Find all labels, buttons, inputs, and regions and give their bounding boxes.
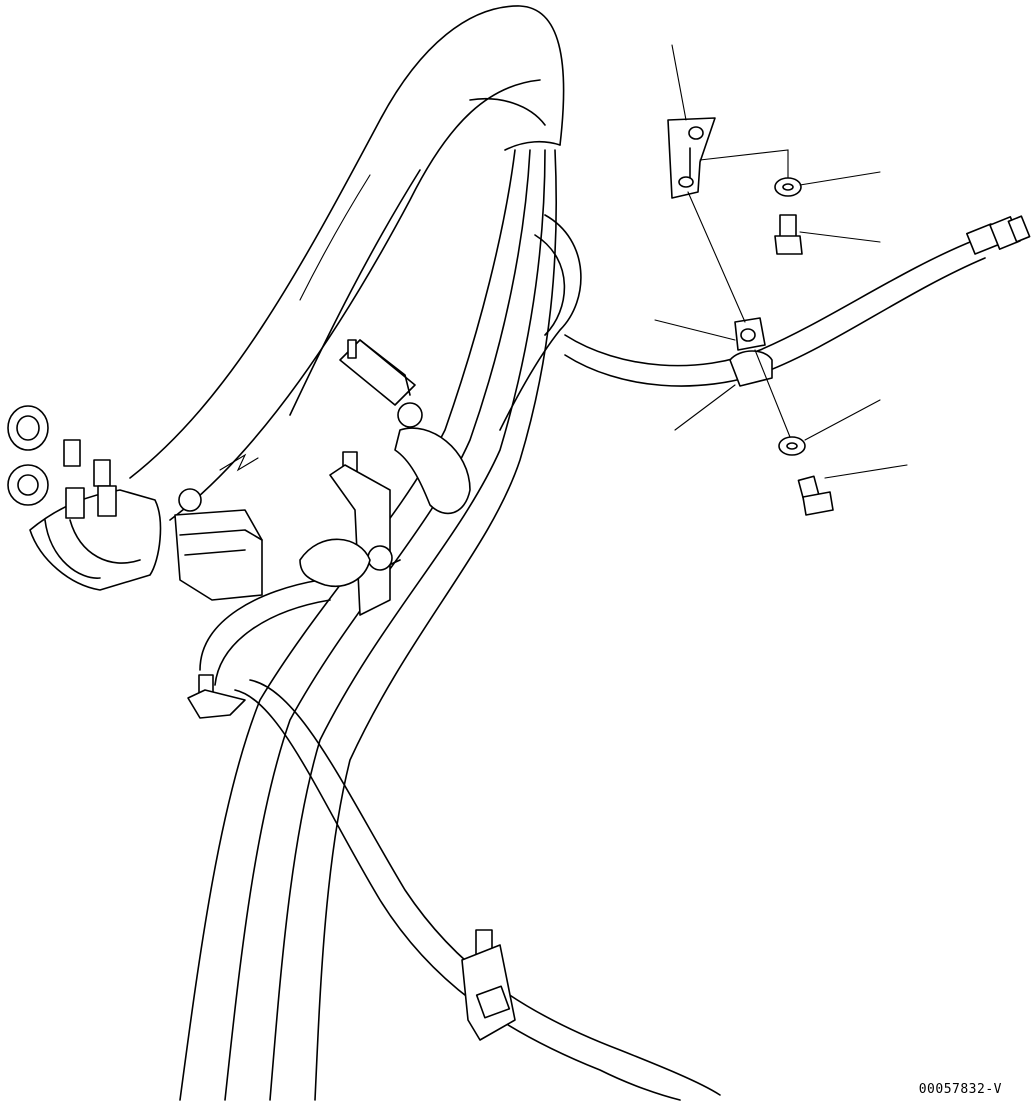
drawing-part-code: 00057832-V — [918, 1082, 1002, 1097]
exploded-clamp-assembly — [667, 117, 834, 516]
valve-block-fittings — [7, 405, 162, 591]
hose-lower-crossing — [199, 559, 721, 1101]
clip-lower-left — [187, 674, 246, 719]
hose-bundle-main — [179, 149, 582, 1101]
callout-leaders — [654, 44, 908, 479]
clamp-bracket-bottom — [461, 929, 516, 1041]
hose-right-branch — [564, 215, 1031, 387]
protective-sleeve-bundle — [129, 5, 565, 521]
clamp-bracket-upper — [339, 339, 471, 515]
clamp-bracket-middle — [299, 451, 393, 616]
bracket-left — [174, 488, 263, 601]
